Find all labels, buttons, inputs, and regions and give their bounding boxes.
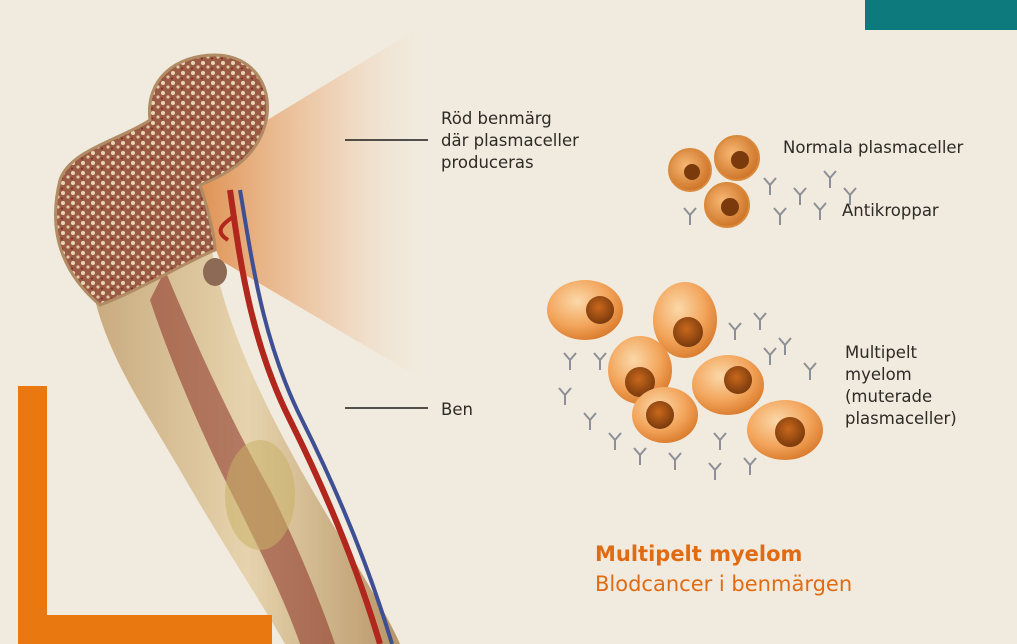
normal-cells-label: Normala plasmaceller <box>783 137 963 159</box>
myeloma-cells <box>547 280 823 460</box>
bone-label: Ben <box>441 399 473 421</box>
myeloma-label: Multipelt myelom (muterade plasmaceller) <box>845 342 957 430</box>
title-sub: Blodcancer i benmärgen <box>595 569 852 599</box>
marrow-label: Röd benmärg där plasmaceller produceras <box>441 108 579 174</box>
title-block: Multipelt myelom Blodcancer i benmärgen <box>595 539 852 599</box>
antibodies-label: Antikroppar <box>842 200 939 222</box>
title-main: Multipelt myelom <box>595 539 852 569</box>
teal-corner-tab <box>865 0 1017 30</box>
normal-plasma-cells <box>669 136 759 227</box>
